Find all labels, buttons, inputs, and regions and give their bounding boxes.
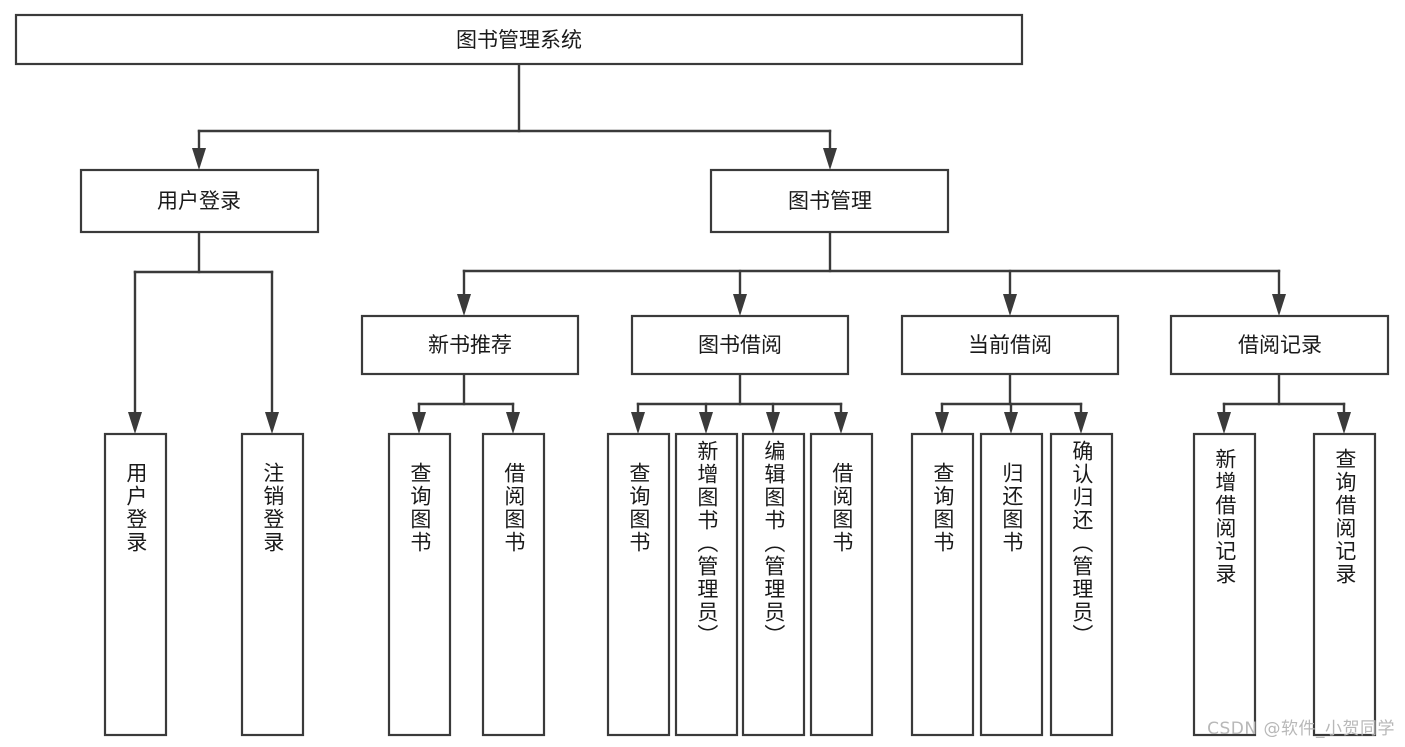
arrow-head-book-management: [823, 148, 837, 170]
arrow-head-borrow-record: [1272, 294, 1286, 316]
leaf-box-query-book-1[interactable]: [387, 432, 452, 737]
arrow-head-leaf-logout: [265, 412, 279, 434]
node-box-current-borrow[interactable]: [900, 314, 1120, 376]
arrow-head-leaf-borrow-book-2: [834, 412, 848, 434]
leaf-box-query-book-2[interactable]: [606, 432, 671, 737]
arrow-head-user-login: [192, 148, 206, 170]
node-label-book-borrow: 图书借阅: [698, 333, 782, 357]
leaf-box-edit-book[interactable]: [741, 432, 806, 737]
connector-group-current-borrow: [935, 372, 1088, 434]
arrow-head-leaf-return-book: [1004, 412, 1018, 434]
leaf-box-borrow-book-2[interactable]: [809, 432, 874, 737]
node-label-current-borrow: 当前借阅: [968, 333, 1052, 357]
leaf-box-borrow-book-1[interactable]: [481, 432, 546, 737]
leaf-box-query-record[interactable]: [1312, 432, 1377, 737]
arrow-head-book-borrow: [733, 294, 747, 316]
node-label-borrow-record: 借阅记录: [1238, 333, 1322, 357]
arrow-head-leaf-add-book: [699, 412, 713, 434]
arrow-head-leaf-query-book-2: [631, 412, 645, 434]
arrow-head-leaf-query-book-1: [412, 412, 426, 434]
arrow-head-current-borrow: [1003, 294, 1017, 316]
connector-group-book-management: [457, 230, 1286, 316]
node-label-book-management: 图书管理: [788, 189, 872, 213]
node-box-book-management[interactable]: [709, 168, 950, 234]
connector-group-borrow-record: [1217, 372, 1351, 434]
node-label-root: 图书管理系统: [456, 28, 582, 52]
leaf-box-query-book-3[interactable]: [910, 432, 975, 737]
leaf-box-add-book[interactable]: [674, 432, 739, 737]
leaf-box-return-book[interactable]: [979, 432, 1044, 737]
connector-group-user-login: [128, 230, 279, 434]
node-box-new-book-recommend[interactable]: [360, 314, 580, 376]
arrow-head-leaf-borrow-book-1: [506, 412, 520, 434]
arrow-head-leaf-confirm-return: [1074, 412, 1088, 434]
arrow-head-leaf-query-record: [1337, 412, 1351, 434]
node-label-new-book-recommend: 新书推荐: [428, 333, 512, 357]
leaf-box-add-record[interactable]: [1192, 432, 1257, 737]
arrow-head-leaf-query-book-3: [935, 412, 949, 434]
arrow-head-leaf-add-record: [1217, 412, 1231, 434]
arrow-head-new-book-recommend: [457, 294, 471, 316]
connector-group-root: [192, 62, 837, 170]
node-box-book-borrow[interactable]: [630, 314, 850, 376]
node-box-user-login[interactable]: [79, 168, 320, 234]
leaf-box-logout[interactable]: [240, 432, 305, 737]
node-box-root[interactable]: [14, 13, 1024, 66]
leaf-box-confirm-return[interactable]: [1049, 432, 1114, 737]
connector-group-new-book-recommend: [412, 372, 520, 434]
arrow-head-leaf-user-login: [128, 412, 142, 434]
connector-group-book-borrow: [631, 372, 848, 434]
leaf-box-user-login[interactable]: [103, 432, 168, 737]
node-box-borrow-record[interactable]: [1169, 314, 1390, 376]
arrow-head-leaf-edit-book: [766, 412, 780, 434]
node-label-user-login: 用户登录: [157, 189, 241, 213]
